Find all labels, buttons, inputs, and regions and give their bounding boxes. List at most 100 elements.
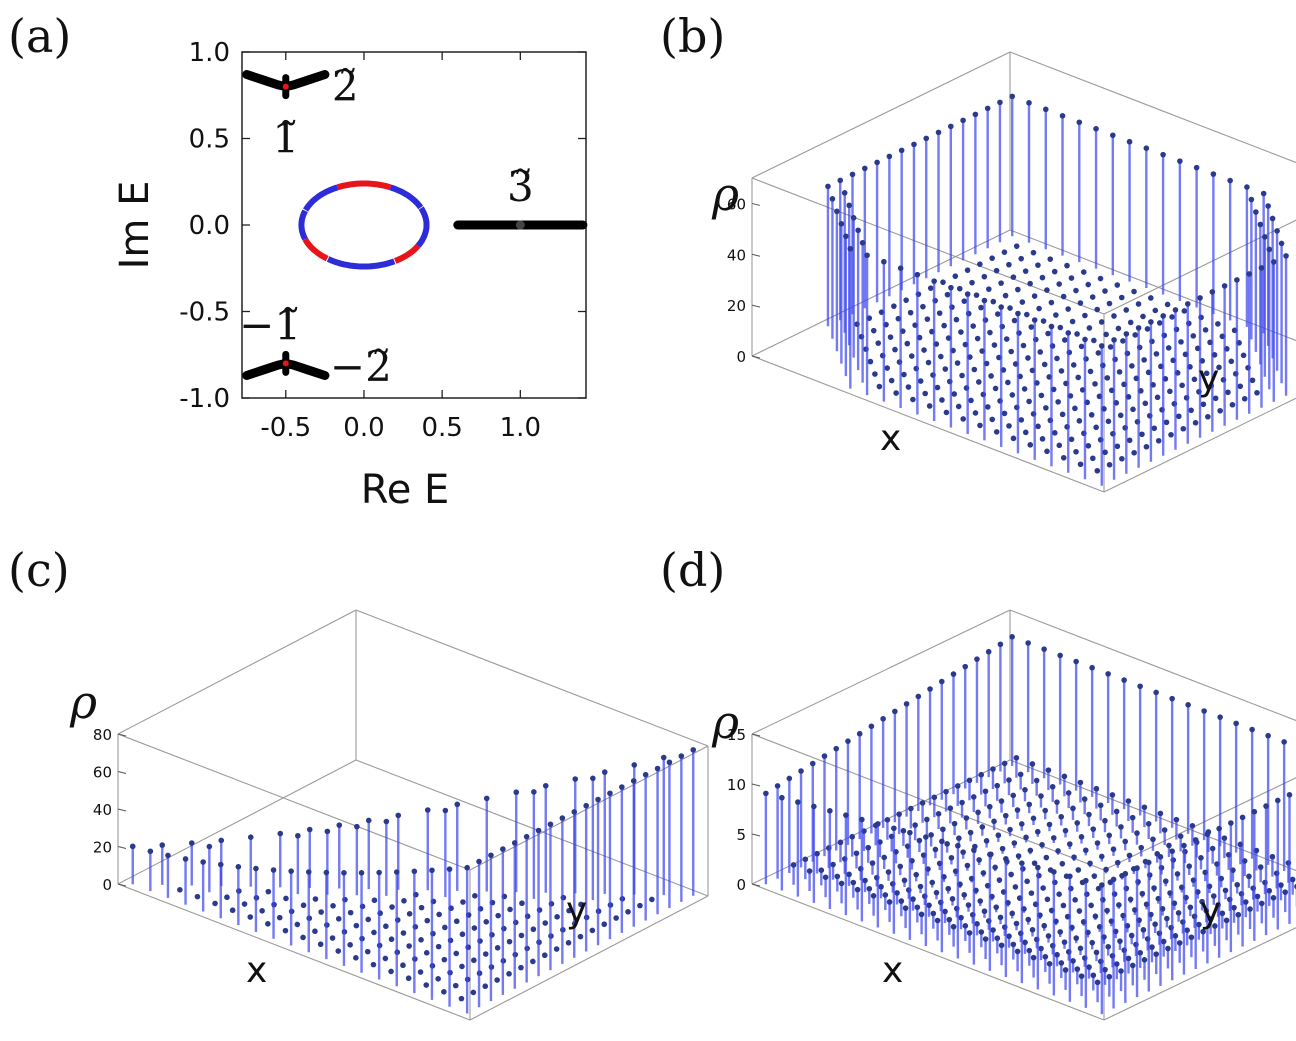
stem-point [1163,419,1170,426]
stem-point [1058,960,1065,966]
ztick-mark [751,253,761,257]
stem-point [364,948,371,955]
stem-point [1097,275,1104,282]
stem-point [981,297,988,304]
stem-point [1054,355,1060,362]
stem-point [206,843,213,850]
stem-point [393,869,400,875]
stem-point [1174,871,1181,877]
stem-point [471,925,478,931]
stem-point [1114,443,1121,450]
stem-point [542,782,549,789]
stem-point [1103,866,1109,873]
stem-point [459,963,465,970]
stem-point [1031,317,1038,323]
stem-point [952,273,959,279]
stem-point [978,304,984,311]
stem-point [976,857,982,863]
stem-point [583,802,589,809]
stem-point [992,385,999,392]
stem-point [973,292,980,298]
stem-point [429,867,435,874]
stem-point [1027,847,1034,854]
stem-point [870,892,877,899]
box-edge [751,51,1011,179]
stem-point [1229,401,1236,408]
stem-point [1239,814,1246,821]
stem-point [442,924,448,931]
stem-point [938,353,944,360]
stem-point [1228,820,1234,826]
stem-point [962,923,969,929]
stem-point [1053,312,1059,318]
stem-point [1192,837,1199,843]
stem-point [1057,929,1064,935]
stem-point [868,723,875,730]
stem-point [1006,423,1012,429]
stem-point [979,824,986,830]
stem-point [918,911,925,918]
stem-point [1258,900,1265,907]
ztick-label: 80 [93,726,112,744]
stem-point [1157,854,1164,860]
stem-point [865,844,872,851]
ztick-label: 20 [93,839,112,857]
stem-point [1134,830,1140,836]
stem-point [1135,301,1142,307]
stem-point [1126,138,1133,145]
stem-point [1141,956,1148,963]
stem-point [1107,344,1114,350]
stem-point [241,901,248,907]
stem-point [886,899,893,905]
stem-point [666,759,673,766]
stem-point [1192,419,1199,426]
stem-point [1132,332,1138,338]
stem-point [318,909,324,915]
stem-point [1001,249,1008,255]
stem-point [958,329,964,335]
stem-point [589,927,596,934]
a-annotation: −1̃ [239,300,301,349]
stem-point [882,892,889,898]
stem-point [453,950,460,957]
stem-point [1168,431,1174,438]
stem-point [1077,300,1084,306]
stem-point [276,914,283,921]
stem-point [513,789,520,796]
a-ellipse-arc-blue [303,184,339,212]
stem-point [323,869,330,876]
stem-point [954,360,961,366]
stem-point [911,141,917,148]
stem-point [523,833,530,840]
stem-point [896,811,902,817]
stem-point [916,837,923,844]
stem-point [1149,944,1155,950]
stem-point [1014,948,1021,955]
stem-point [1175,910,1182,916]
stem-point [678,753,685,759]
stem-point [859,816,865,823]
stem-point [982,936,989,942]
stem-point [1145,859,1152,866]
stem-point [821,753,828,759]
stem-point [1160,938,1167,945]
stem-point [1090,455,1096,462]
a-xtick-label: -0.5 [260,413,311,443]
stem-point [888,377,895,384]
stem-point [436,911,442,918]
stem-point [849,171,856,178]
stem-point [1009,93,1016,100]
stem-point [1113,961,1120,967]
a-ellipse-arc-red [394,243,421,264]
stem-point [1074,966,1081,972]
panel-a-xlabel: Re E [361,467,450,513]
stem-point [1030,249,1037,256]
stem-point [1104,375,1111,381]
stem-point [1262,234,1268,240]
stem-point [382,955,389,962]
box-edge [1009,759,1296,872]
stem-point [1202,327,1209,333]
stem-point [1257,221,1264,228]
stem-point [282,927,289,934]
